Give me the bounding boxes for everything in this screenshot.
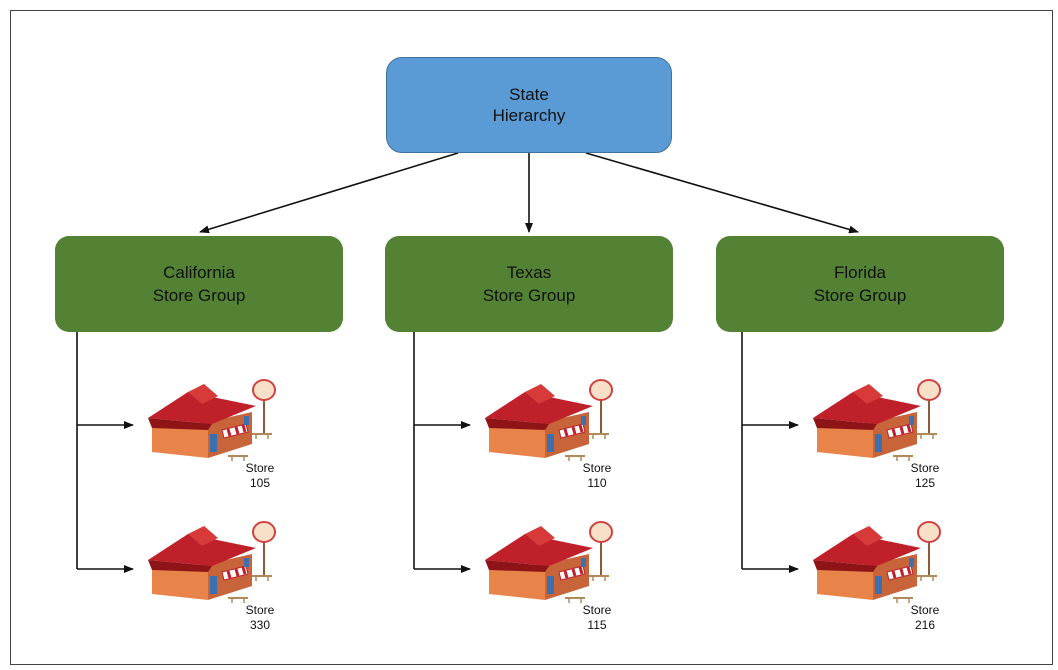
store-building-icon bbox=[485, 521, 613, 603]
group-node-florida[interactable]: Florida Store Group bbox=[716, 236, 1004, 332]
root-title-line1: State bbox=[509, 85, 549, 104]
store-node[interactable]: Store 105 bbox=[148, 378, 298, 498]
store-label: Store bbox=[582, 603, 612, 617]
store-building-icon bbox=[148, 379, 276, 461]
group-title-line2: Store Group bbox=[482, 286, 576, 305]
store-number: 105 bbox=[249, 476, 271, 490]
store-building-icon bbox=[813, 521, 941, 603]
store-building-icon bbox=[485, 379, 613, 461]
group-title-line1: California bbox=[163, 263, 235, 282]
store-label: Store bbox=[582, 461, 612, 475]
store-node[interactable]: Store 330 bbox=[148, 520, 298, 640]
group-node-california[interactable]: California Store Group bbox=[55, 236, 343, 332]
group-title-line1: Texas bbox=[506, 263, 552, 282]
store-node[interactable]: Store 125 bbox=[813, 378, 963, 498]
store-building-icon bbox=[813, 379, 941, 461]
store-node[interactable]: Store 115 bbox=[485, 520, 635, 640]
store-number: 110 bbox=[587, 476, 607, 490]
store-number: 125 bbox=[914, 476, 936, 490]
store-node[interactable]: Store 110 bbox=[485, 378, 635, 498]
store-label: Store bbox=[910, 461, 940, 475]
store-number: 330 bbox=[249, 618, 271, 632]
store-label: Store bbox=[910, 603, 940, 617]
store-label: Store bbox=[245, 603, 275, 617]
store-number: 216 bbox=[914, 618, 936, 632]
root-title-line2: Hierarchy bbox=[492, 106, 566, 125]
store-node[interactable]: Store 216 bbox=[813, 520, 963, 640]
store-number: 115 bbox=[587, 618, 607, 632]
group-node-texas[interactable]: Texas Store Group bbox=[385, 236, 673, 332]
group-title-line1: Florida bbox=[834, 263, 886, 282]
group-title-line2: Store Group bbox=[152, 286, 246, 305]
store-label: Store bbox=[245, 461, 275, 475]
arrow-root-to-california bbox=[199, 152, 459, 234]
store-building-icon bbox=[148, 521, 276, 603]
group-title-line2: Store Group bbox=[813, 286, 907, 305]
root-node-state-hierarchy[interactable]: State Hierarchy bbox=[386, 57, 672, 153]
arrow-root-to-florida bbox=[585, 152, 859, 234]
